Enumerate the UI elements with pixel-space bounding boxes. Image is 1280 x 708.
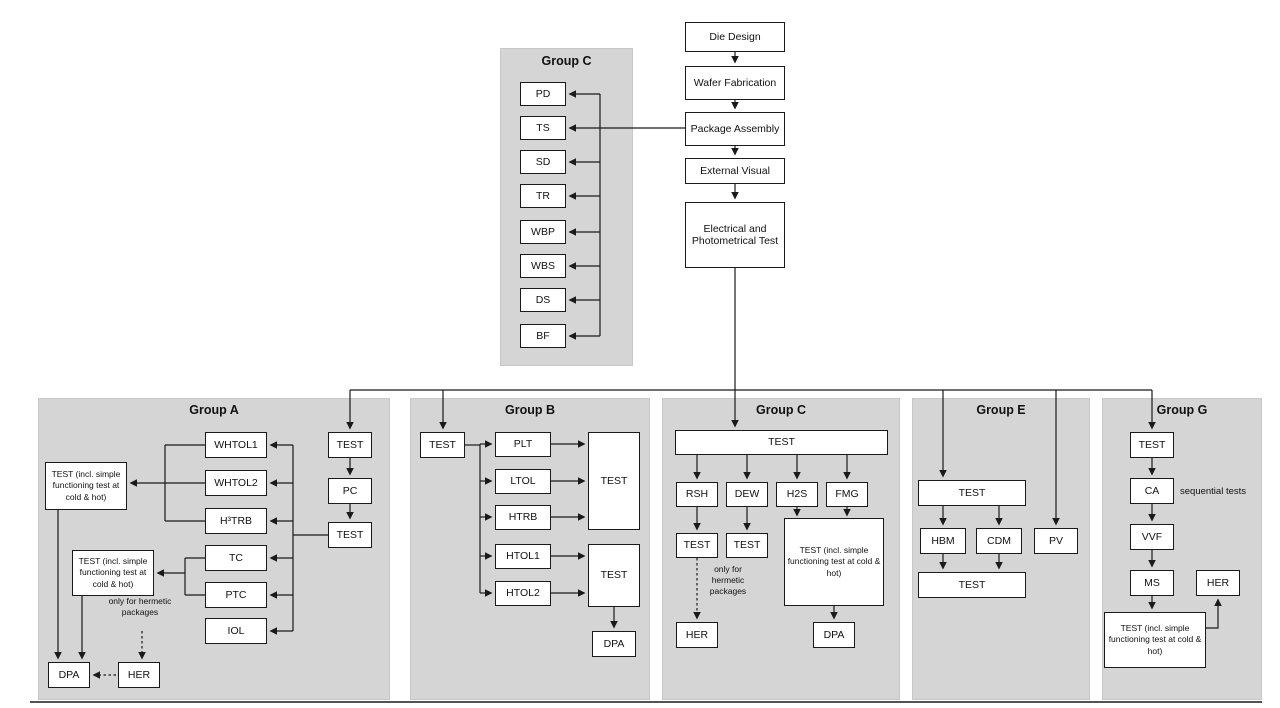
node-test-e-in: TEST xyxy=(918,480,1026,506)
node-whtol1: WHTOL1 xyxy=(205,432,267,458)
node-htrb: HTRB xyxy=(495,505,551,530)
node-dpa-b: DPA xyxy=(592,631,636,657)
node-test-dew: TEST xyxy=(726,533,768,558)
title-group-e: Group E xyxy=(976,403,1026,417)
node-test-functional-c: TEST (incl. simple functioning test at c… xyxy=(784,518,884,606)
node-test-e-out: TEST xyxy=(918,572,1026,598)
node-htol1: HTOL1 xyxy=(495,544,551,569)
node-ca: CA xyxy=(1130,478,1174,504)
node-package-assembly: Package Assembly xyxy=(685,112,785,146)
node-external-visual: External Visual xyxy=(685,158,785,184)
node-test-functional-a1: TEST (incl. simple functioning test at c… xyxy=(45,462,127,510)
note-sequential-tests: sequential tests xyxy=(1180,486,1247,497)
node-test-functional-a2: TEST (incl. simple functioning test at c… xyxy=(72,550,154,596)
node-htol2: HTOL2 xyxy=(495,581,551,606)
node-test-c-in: TEST xyxy=(675,430,888,455)
title-group-c-bottom: Group C xyxy=(756,403,806,417)
node-test-b-in: TEST xyxy=(420,432,465,458)
node-pc-a: PC xyxy=(328,478,372,504)
node-ts: TS xyxy=(520,116,566,140)
node-sd: SD xyxy=(520,150,566,174)
node-test-b-out2: TEST xyxy=(588,544,640,607)
title-group-b: Group B xyxy=(505,403,555,417)
node-h3trb: H³TRB xyxy=(205,508,267,534)
node-iol: IOL xyxy=(205,618,267,644)
node-plt: PLT xyxy=(495,432,551,457)
node-bf: BF xyxy=(520,324,566,348)
node-dpa-c: DPA xyxy=(813,622,855,648)
node-her-a: HER xyxy=(118,662,160,688)
node-dew: DEW xyxy=(726,482,768,507)
node-wbp: WBP xyxy=(520,220,566,244)
node-ltol: LTOL xyxy=(495,469,551,494)
title-group-g: Group G xyxy=(1156,403,1208,417)
note-hermetic-c: only for hermetic packages xyxy=(709,564,747,597)
node-tc: TC xyxy=(205,545,267,571)
node-tr: TR xyxy=(520,184,566,208)
node-test-rsh: TEST xyxy=(676,533,718,558)
node-dpa-a: DPA xyxy=(48,662,90,688)
node-ds: DS xyxy=(520,288,566,312)
node-wafer-fabrication: Wafer Fabrication xyxy=(685,66,785,100)
node-test-b-out1: TEST xyxy=(588,432,640,530)
node-ms: MS xyxy=(1130,570,1174,596)
node-cdm: CDM xyxy=(976,528,1022,554)
node-electrical-photometrical-test: Electrical and Photometrical Test xyxy=(685,202,785,268)
title-group-c-top: Group C xyxy=(541,54,592,68)
node-her-c: HER xyxy=(676,622,718,648)
node-whtol2: WHTOL2 xyxy=(205,470,267,496)
node-test-a-top: TEST xyxy=(328,432,372,458)
node-test-functional-g: TEST (incl. simple functioning test at c… xyxy=(1104,612,1206,668)
node-pv: PV xyxy=(1034,528,1078,554)
node-ptc: PTC xyxy=(205,582,267,608)
node-rsh: RSH xyxy=(676,482,718,507)
title-group-a: Group A xyxy=(189,403,239,417)
node-h2s: H2S xyxy=(776,482,818,507)
node-test-g-in: TEST xyxy=(1130,432,1174,458)
node-wbs: WBS xyxy=(520,254,566,278)
node-vvf: VVF xyxy=(1130,524,1174,550)
node-die-design: Die Design xyxy=(685,22,785,52)
node-her-g: HER xyxy=(1196,570,1240,596)
node-hbm: HBM xyxy=(920,528,966,554)
node-pd: PD xyxy=(520,82,566,106)
node-test-a-mid: TEST xyxy=(328,522,372,548)
node-fmg: FMG xyxy=(826,482,868,507)
note-hermetic-a: only for hermetic packages xyxy=(108,596,172,618)
